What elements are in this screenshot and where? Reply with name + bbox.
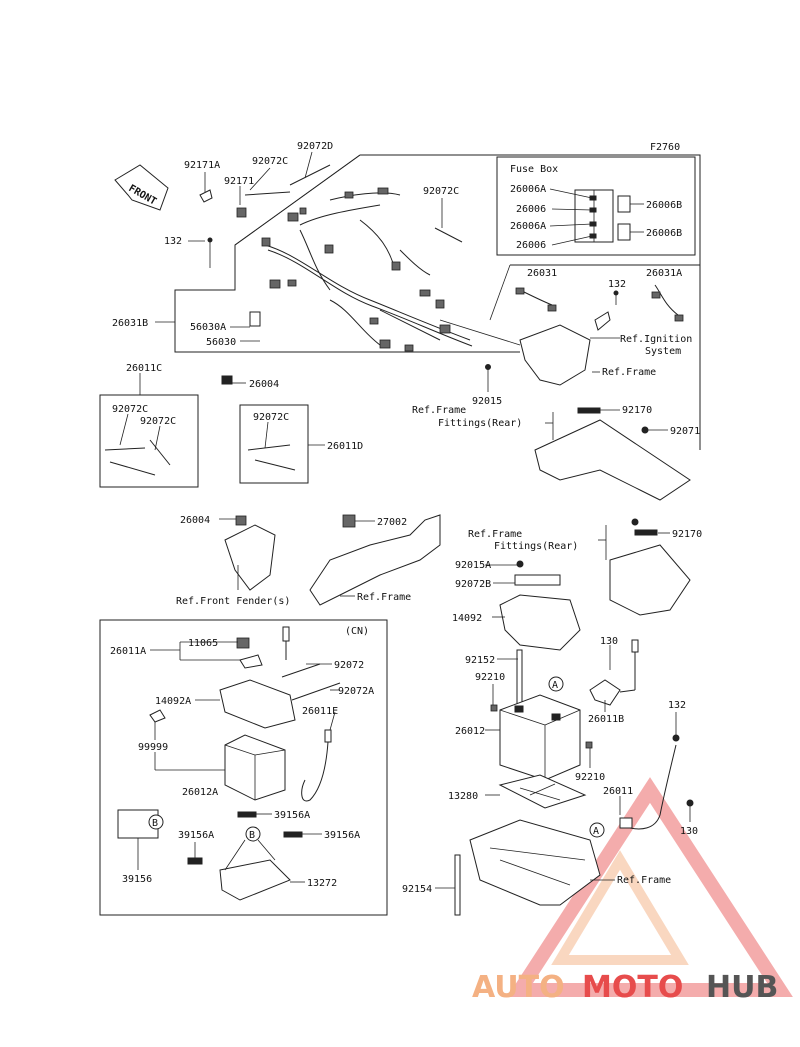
callout-130-1: 130 [600,636,618,647]
callout-fittings-1b: Fittings(Rear) [438,418,522,429]
fuse-label-6: 26006B [646,228,682,239]
callout-92152: 92152 [465,655,495,666]
mark-B1: B [152,818,158,829]
callout-26031A: 26031A [646,268,682,279]
callout-92171: 92171 [224,176,254,187]
callout-132-1: 132 [164,236,182,247]
callout-frame-3: Ref.Frame [617,875,671,886]
callout-frame-2: Ref.Frame [357,592,411,603]
callout-92170-1: 92170 [622,405,652,416]
svg-text:MOTO: MOTO [582,970,683,1005]
callout-92072: 92072 [334,660,364,671]
callout-92210-1: 92210 [475,672,505,683]
callout-92072C-2: 92072C [423,186,459,197]
callout-99999: 99999 [138,742,168,753]
callout-26011A: 26011A [110,646,146,657]
callout-27002: 27002 [377,517,407,528]
fuse-box-title: Fuse Box [510,164,558,175]
callout-132-3: 132 [668,700,686,711]
callout-front-fender: Ref.Front Fender(s) [176,596,290,607]
callout-39156A-3: 39156A [178,830,214,841]
callout-92171A: 92171A [184,160,220,171]
callout-26031: 26031 [527,268,557,279]
fuse-label-1: 26006A [510,184,546,195]
mark-B2: B [249,830,255,841]
fuse-label-2: 26006 [516,204,546,215]
callout-92072C-3: 92072C [112,404,148,415]
callout-39156A-1: 39156A [274,810,310,821]
callout-ignition-2: System [645,346,681,357]
callout-26004-1: 26004 [249,379,279,390]
callout-92072D: 92072D [297,141,333,152]
callout-92170-2: 92170 [672,529,702,540]
callout-92154: 92154 [402,884,432,895]
harness-outline [360,154,701,450]
callout-26011C: 26011C [126,363,162,374]
battery-26012: A [485,676,593,781]
callout-92210-2: 92210 [575,772,605,783]
cn-region-box: (CN) B B [99,619,388,916]
callout-92072B: 92072B [455,579,491,590]
callout-26011D: 26011D [327,441,363,452]
svg-text:HUB: HUB [706,970,778,1005]
callout-14092: 14092 [452,613,482,624]
callout-56030: 56030 [206,337,236,348]
callout-frame-1: Ref.Frame [602,367,656,378]
callout-11065: 11065 [188,638,218,649]
callout-26031B: 26031B [112,318,148,329]
mark-A1: A [552,680,558,691]
mark-A2: A [593,826,599,837]
callout-130-2: 130 [680,826,698,837]
watermark-text: AUTO MOTO HUB [472,970,778,1005]
front-fender-bracket [219,515,276,591]
ignition-frame-section [439,264,700,386]
fuse-label-3: 26006A [510,221,546,232]
main-wiring-harness [261,187,473,352]
callout-fittings-1: Ref.Frame [412,405,466,416]
callout-fittings-2: Ref.Frame [468,529,522,540]
fuse-box-panel: Fuse Box 26006A 26006 26006A 26006 26006… [496,156,696,256]
callout-92071: 92071 [670,426,700,437]
callout-92015: 92015 [472,396,502,407]
callout-26011B: 26011B [588,714,624,725]
callout-92072A: 92072A [338,686,374,697]
kit-26011C [99,373,199,488]
callout-92015A: 92015A [455,560,491,571]
callout-92072C-1: 92072C [252,156,288,167]
callout-92072C-4: 92072C [140,416,176,427]
callout-92072C-5: 92072C [253,412,289,423]
callout-39156: 39156 [122,874,152,885]
callout-26011E: 26011E [302,706,338,717]
watermark-logo [507,777,793,997]
cn-label: (CN) [345,626,369,637]
diagram-code: F2760 [650,142,680,153]
frame-bracket-27002 [309,514,441,606]
callout-14092A: 14092A [155,696,191,707]
battery-bracket-14092 [485,560,581,711]
callout-fittings-2b: Fittings(Rear) [494,541,578,552]
cable-26011B [589,639,639,712]
rear-fittings-lower [598,518,691,616]
kit-26011D [239,404,325,484]
callout-13280: 13280 [448,791,478,802]
cable-26011: A [589,712,694,838]
rear-fittings-upper [534,407,691,501]
callout-56030A: 56030A [190,322,226,333]
callout-13272: 13272 [307,878,337,889]
fuse-label-5: 26006B [646,200,682,211]
callout-132-2: 132 [608,279,626,290]
callout-39156A-2: 39156A [324,830,360,841]
callout-26004-2: 26004 [180,515,210,526]
callout-26012A: 26012A [182,787,218,798]
callout-26011: 26011 [603,786,633,797]
front-arrow-icon: FRONT [114,164,169,211]
callout-ignition: Ref.Ignition [620,334,692,345]
svg-text:AUTO: AUTO [472,970,565,1005]
top-left-parts [199,164,491,385]
callout-26012: 26012 [455,726,485,737]
battery-tray-13280 [435,774,615,916]
fuse-label-4: 26006 [516,240,546,251]
